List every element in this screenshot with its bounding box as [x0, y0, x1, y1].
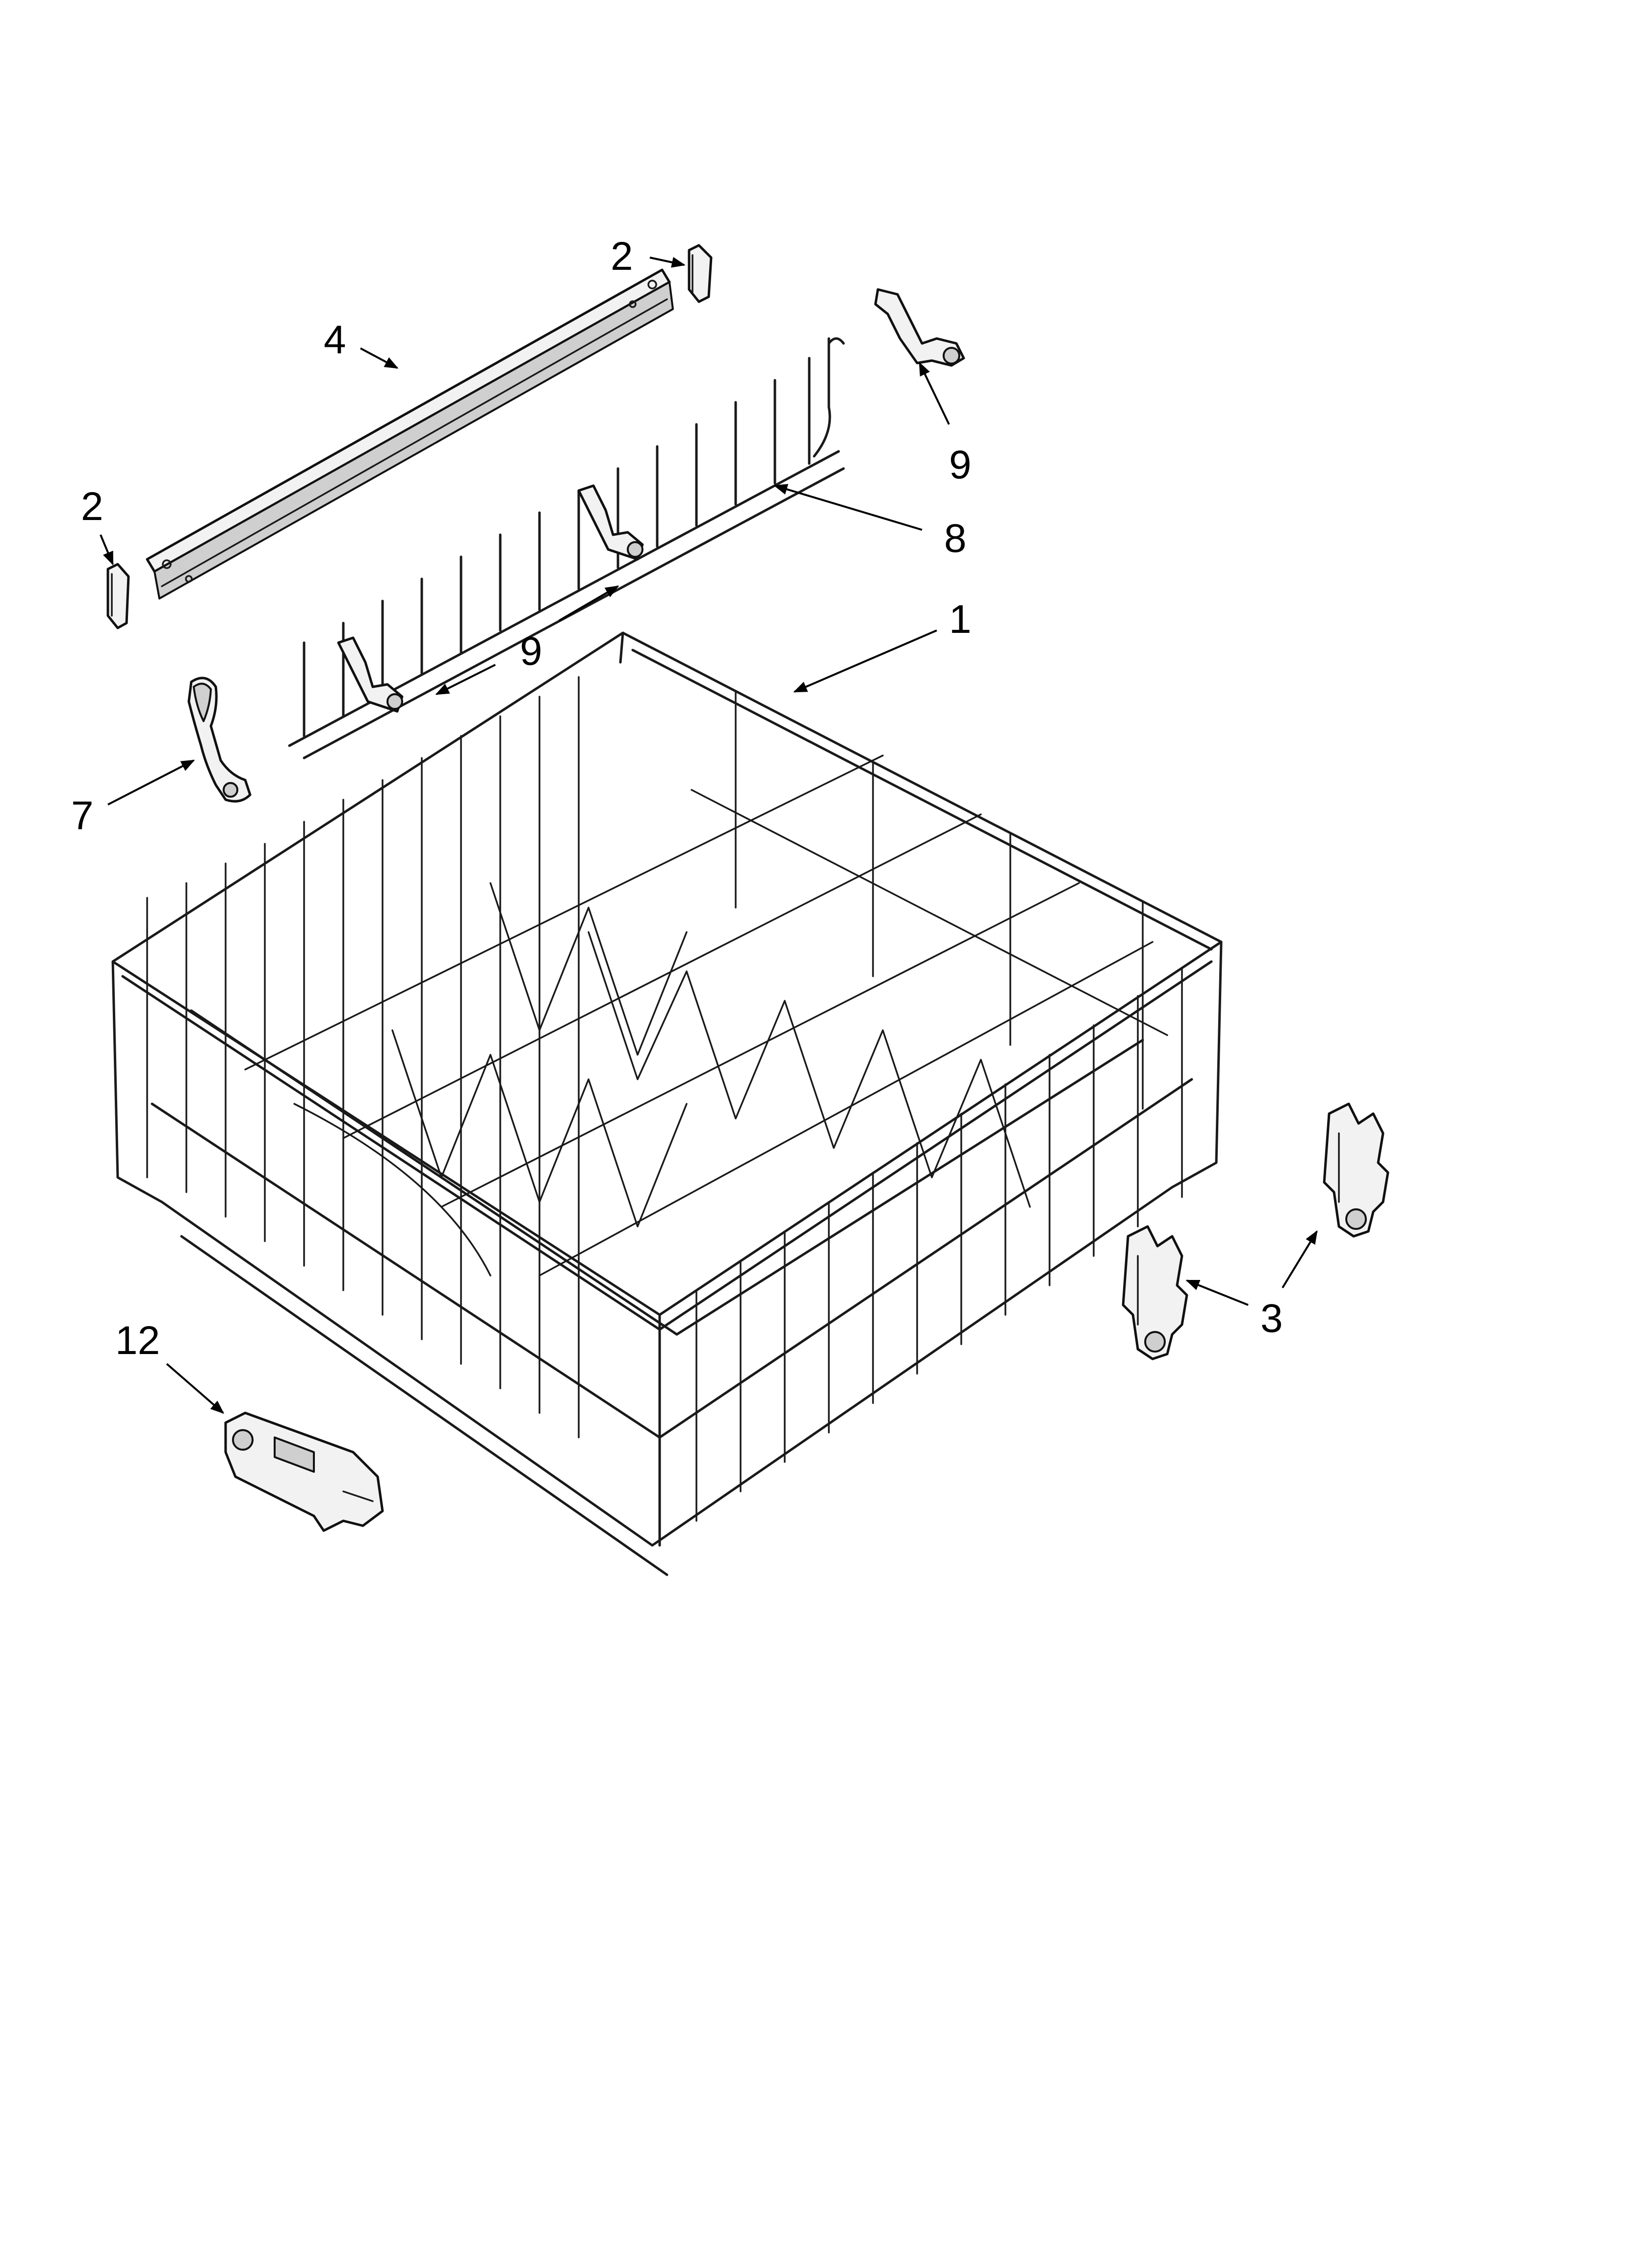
callout-3: 3: [1260, 1296, 1283, 1341]
dishrack-icon: [111, 631, 1223, 1576]
wheel-carrier-icon: [1122, 1225, 1188, 1360]
left-side-tines: [146, 676, 580, 1438]
callout-8: 8: [944, 516, 967, 561]
rack-handle-icon: [187, 677, 252, 803]
callout-4: 4: [324, 317, 346, 362]
end-cap-icon: [688, 244, 713, 303]
front-side-tines: [695, 968, 1183, 1522]
end-cap-icon: [106, 563, 130, 629]
callout-12: 12: [115, 1318, 160, 1363]
leader-lines: [100, 257, 1318, 1414]
callout-7: 7: [71, 793, 94, 838]
clip-icon: [577, 484, 644, 561]
wheel-carrier-icon: [1323, 1102, 1389, 1238]
interior-tine-rows: [244, 755, 1154, 1277]
clip-icon: [337, 636, 404, 713]
clip-icon: [874, 288, 965, 367]
callout-2-left: 2: [81, 484, 103, 529]
rail-bar-icon: [146, 268, 674, 600]
adjuster-icon: [224, 1411, 384, 1532]
callout-9-lower: 9: [520, 629, 542, 674]
callout-1: 1: [949, 597, 972, 642]
callout-9-upper: 9: [949, 443, 972, 487]
callout-2-top: 2: [611, 234, 633, 279]
